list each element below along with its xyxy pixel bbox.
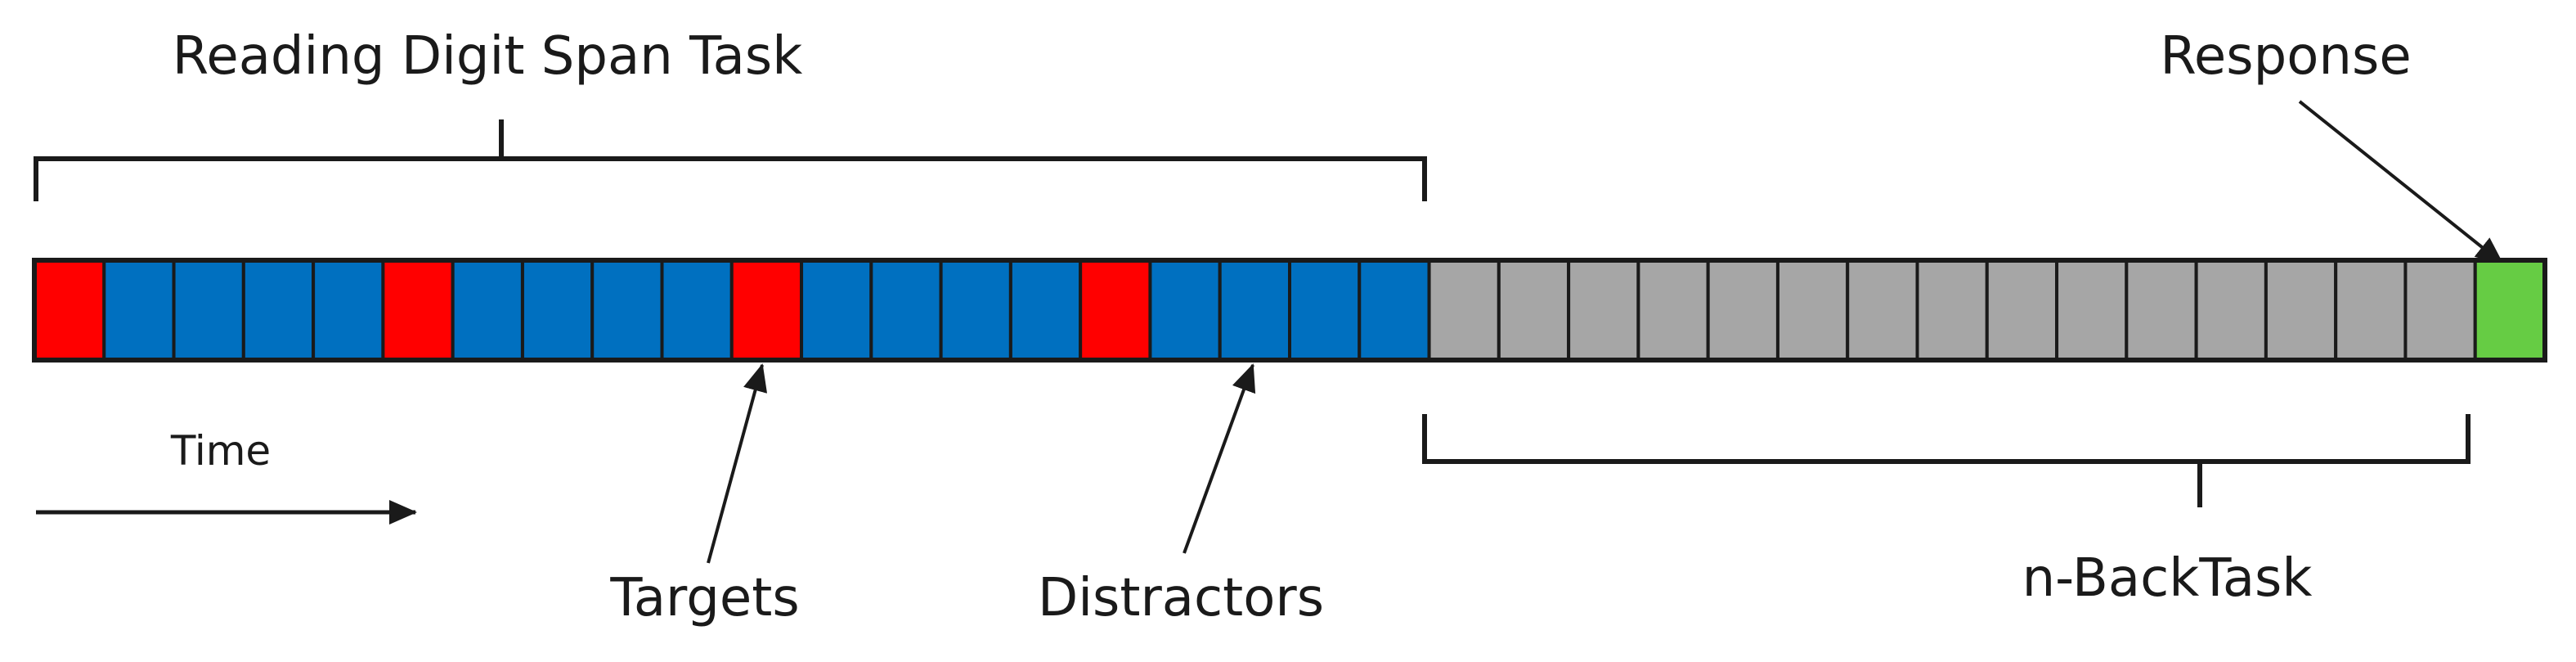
targets-arrow	[707, 363, 768, 564]
nback-task-label: n-BackTask	[2022, 548, 2313, 609]
target-block	[381, 259, 455, 362]
distractor-block	[939, 259, 1012, 362]
response-block	[2473, 259, 2547, 362]
distractor-block	[172, 259, 245, 362]
distractor-block	[869, 259, 943, 362]
distractor-block	[800, 259, 873, 362]
nback-block	[1567, 259, 1640, 362]
distractor-block	[1288, 259, 1362, 362]
nback-block	[2403, 259, 2477, 362]
distractor-block	[590, 259, 664, 362]
nback-block	[1775, 259, 1850, 362]
nback-task-bracket	[1422, 414, 2471, 507]
nback-block	[1497, 259, 1571, 362]
distractor-block	[312, 259, 385, 362]
target-block	[729, 259, 804, 362]
distractor-block	[660, 259, 734, 362]
nback-block	[2334, 259, 2408, 362]
distractor-block	[1008, 259, 1083, 362]
nback-block	[1915, 259, 1989, 362]
nback-block	[1427, 259, 1501, 362]
nback-block	[1985, 259, 2059, 362]
distractor-block	[241, 259, 316, 362]
response-arrow	[2298, 100, 2504, 265]
block-sequence	[32, 258, 2547, 363]
distractor-block	[451, 259, 524, 362]
distractor-block	[520, 259, 595, 362]
reading-task-label: Reading Digit Span Task	[173, 26, 803, 87]
nback-block	[2055, 259, 2129, 362]
distractor-block	[1218, 259, 1291, 362]
nback-block	[1846, 259, 1919, 362]
nback-block	[2194, 259, 2268, 362]
target-block	[1079, 259, 1152, 362]
target-block	[33, 259, 106, 362]
distractors-arrow	[1183, 363, 1256, 554]
nback-block	[2264, 259, 2338, 362]
time-label: Time	[170, 427, 271, 475]
distractors-label: Distractors	[1038, 568, 1324, 628]
response-label: Response	[2160, 26, 2411, 87]
distractor-block	[1148, 259, 1222, 362]
distractor-block	[102, 259, 176, 362]
nback-block	[1636, 259, 1710, 362]
targets-label: Targets	[609, 568, 799, 628]
nback-block	[1706, 259, 1779, 362]
reading-task-bracket	[34, 119, 1427, 201]
nback-block	[2125, 259, 2198, 362]
distractor-block	[1358, 259, 1431, 362]
timeline-outline	[32, 258, 2547, 363]
